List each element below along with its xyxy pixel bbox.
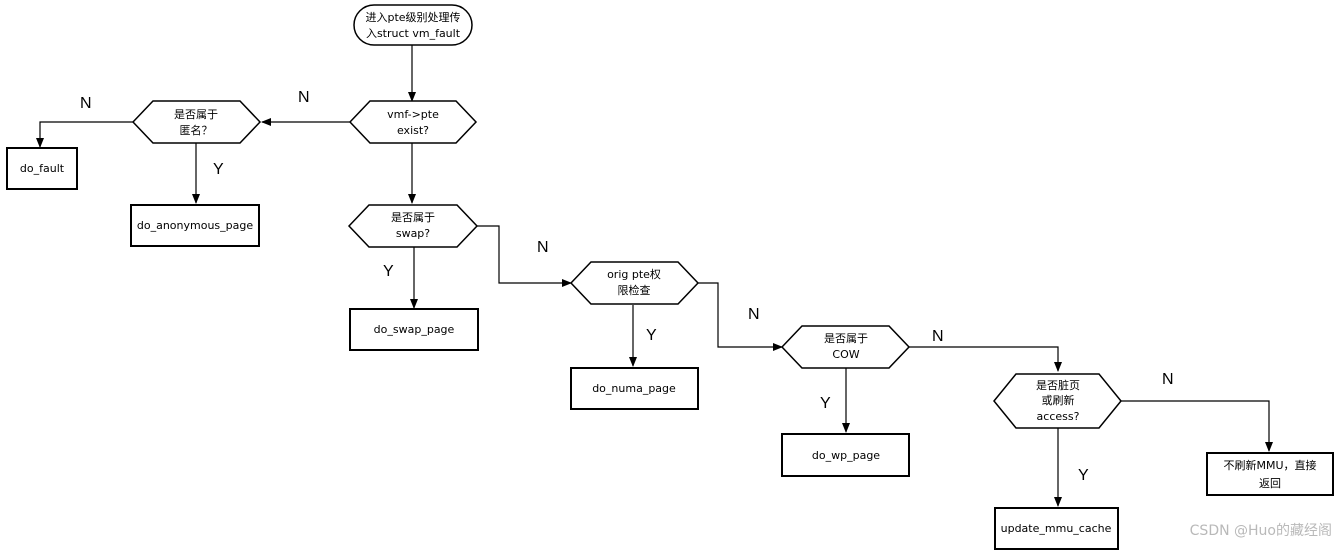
process-do-swap-page: do_swap_page (349, 308, 479, 351)
edge-anon-to-do-fault (36, 121, 133, 148)
edge-orig-to-cow (698, 282, 783, 351)
decision-is-cow-line-1: 是否属于 (824, 332, 868, 345)
edge-label-n-anonymous: N (80, 95, 92, 112)
process-do-numa-page: do_numa_page (570, 367, 699, 410)
decision-dirty-or-access-line-3: access? (1037, 410, 1080, 423)
process-update-mmu-cache: update_mmu_cache (994, 507, 1119, 550)
edge-cow-to-dirty (909, 346, 1062, 372)
decision-vmf-pte-exist-line-2: exist? (397, 124, 429, 137)
decision-is-swap-line-2: swap? (396, 227, 430, 240)
decision-vmf-pte-exist-line-1: vmf->pte (387, 108, 439, 121)
decision-vmf-pte-exist: vmf->pte exist? (348, 100, 478, 144)
process-do-anonymous-page: do_anonymous_page (130, 204, 260, 247)
edge-dirty-to-no-refresh (1121, 400, 1273, 452)
decision-orig-pte-check: orig pte权 限检查 (569, 261, 700, 305)
edge-label-y-swap: Y (383, 263, 394, 280)
decision-is-anonymous: 是否属于 匿名？ (131, 100, 262, 144)
decision-is-cow-line-2: COW (832, 348, 859, 361)
decision-orig-pte-check-line-2: 限检查 (618, 283, 651, 297)
decision-is-swap: 是否属于 swap? (347, 204, 479, 248)
process-do-numa-page-label: do_numa_page (592, 382, 676, 395)
decision-is-anonymous-line-2: 匿名？ (180, 123, 213, 137)
edge-label-n-exist: N (298, 89, 310, 106)
edge-label-y-numa: Y (646, 327, 657, 344)
process-no-refresh-return-line-2: 返回 (1259, 477, 1281, 490)
decision-is-anonymous-line-1: 是否属于 (174, 108, 218, 121)
start-node-line-1: 进入pte级别处理传 (365, 11, 460, 24)
decision-dirty-or-access-line-1: 是否脏页 (1036, 379, 1080, 392)
decision-is-cow: 是否属于 COW (780, 325, 911, 369)
edge-swap-to-orig (477, 225, 572, 287)
process-do-wp-page: do_wp_page (781, 433, 910, 477)
process-no-refresh-return: 不刷新MMU，直接 返回 (1206, 452, 1334, 496)
edge-label-y-cow: Y (820, 395, 831, 412)
decision-dirty-or-access-line-2: 或刷新 (1042, 393, 1075, 407)
edge-label-y-dirty: Y (1078, 467, 1089, 484)
edge-label-n-dirty: N (1162, 371, 1174, 388)
edge-label-n-swap: N (537, 239, 549, 256)
process-do-anonymous-page-label: do_anonymous_page (137, 219, 253, 232)
start-node: 进入pte级别处理传 入struct vm_fault (353, 4, 473, 46)
decision-is-swap-line-1: 是否属于 (391, 211, 435, 224)
edge-label-n-orig: N (748, 306, 760, 323)
process-do-fault: do_fault (6, 147, 78, 190)
decision-dirty-or-access: 是否脏页 或刷新 access? (993, 373, 1122, 429)
process-no-refresh-return-line-1: 不刷新MMU，直接 (1223, 458, 1316, 472)
process-do-swap-page-label: do_swap_page (374, 323, 455, 336)
edge-label-n-cow: N (932, 328, 944, 345)
start-node-line-2: 入struct vm_fault (366, 27, 461, 40)
watermark: CSDN @Huo的藏经阁 (1190, 523, 1332, 539)
connectors (36, 45, 1273, 507)
decision-orig-pte-check-line-1: orig pte权 (607, 268, 661, 281)
process-do-wp-page-label: do_wp_page (812, 449, 880, 462)
process-do-fault-label: do_fault (20, 162, 65, 175)
edge-label-y-anonymous: Y (213, 161, 224, 178)
edge-labels: N N Y Y N Y N Y N Y N (80, 89, 1174, 484)
process-update-mmu-cache-label: update_mmu_cache (1001, 522, 1112, 535)
